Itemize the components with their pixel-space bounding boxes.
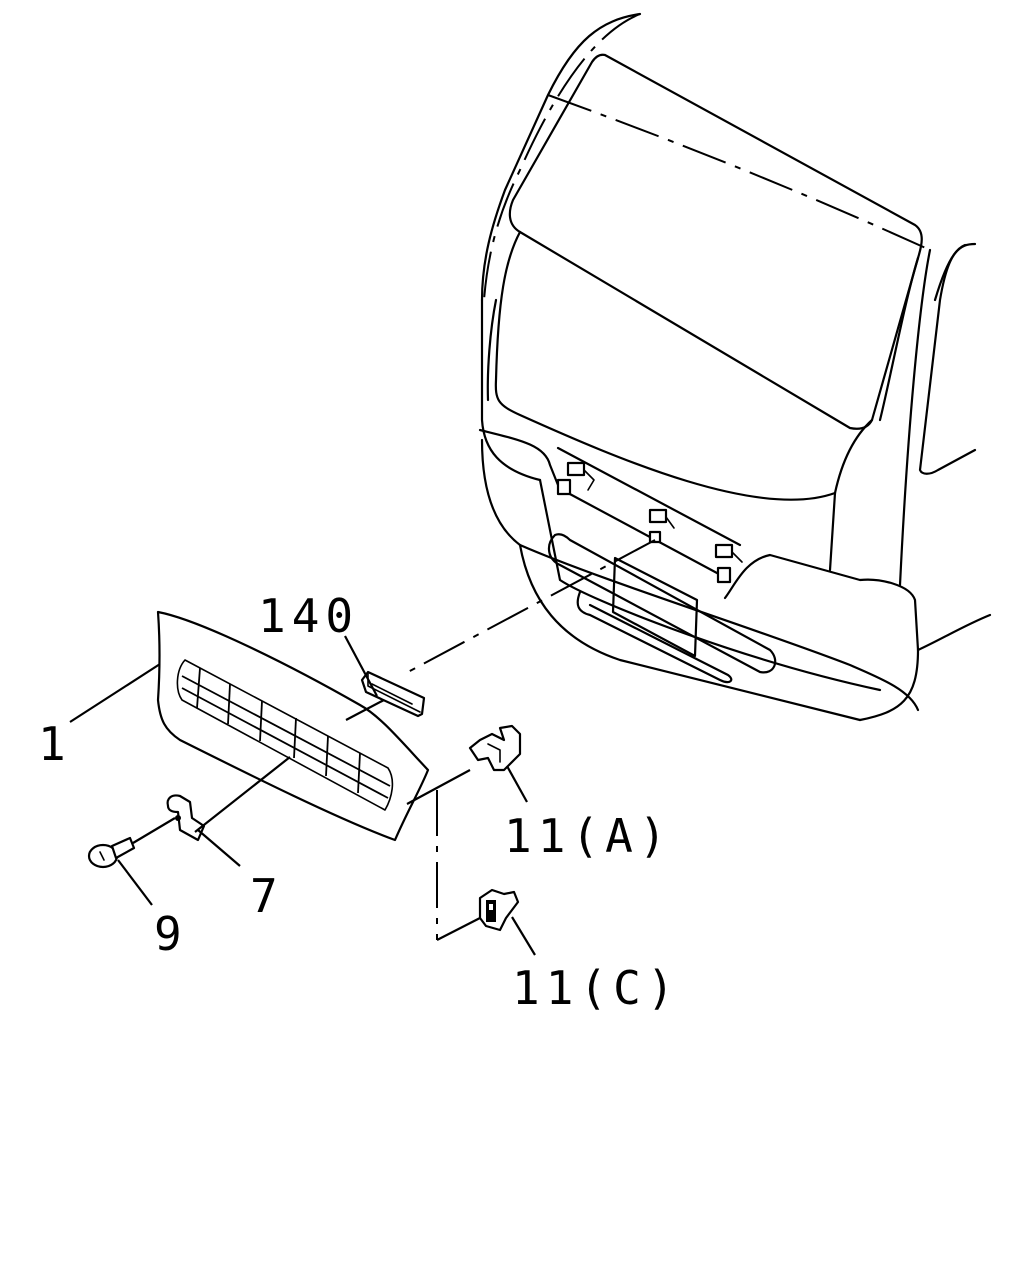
mount-1-tab	[583, 469, 595, 491]
grille-bar-h2	[181, 687, 389, 799]
emblem-edge	[367, 671, 421, 713]
mount-1-base	[556, 478, 572, 496]
clip-c-body	[478, 888, 520, 932]
emblem-groove	[371, 683, 413, 705]
windshield	[508, 53, 923, 430]
right-side-lower	[916, 613, 992, 652]
side-body-edge	[898, 248, 932, 587]
mount-3-base	[716, 566, 732, 584]
mount-2-tab	[665, 516, 675, 529]
callout-emblem: 140	[258, 589, 359, 643]
clip-c-slot	[486, 900, 496, 922]
callout-bracket: 7	[250, 869, 284, 923]
license-plate	[611, 556, 699, 658]
clip-c-slot-hole	[489, 904, 493, 910]
callout-screw: 9	[154, 907, 188, 961]
callout-grille: 1	[38, 717, 72, 771]
callout-clip-c: 11(C)	[512, 961, 680, 1015]
side-window-top	[933, 242, 977, 302]
callout-labels: 1 140 7 9 11(A) 11(C)	[38, 589, 680, 1015]
screw-slot	[99, 851, 105, 861]
grille-bar-v3	[259, 700, 263, 742]
hood-line	[494, 230, 837, 501]
leader-140-to-grille	[345, 699, 385, 721]
grille-opening-top	[556, 446, 742, 547]
bumper-recess	[547, 533, 777, 674]
leader-9-to-bracket	[132, 817, 176, 844]
right-bumper-corner	[723, 553, 920, 722]
grille-opening	[176, 659, 394, 811]
windshield-outer-line	[547, 94, 931, 251]
grille-bar-v5	[325, 735, 329, 777]
side-window	[918, 243, 977, 475]
screw-part	[87, 836, 136, 869]
bracket-body	[166, 794, 206, 842]
mount-3-tab	[731, 551, 743, 563]
bumper-face	[538, 478, 882, 692]
bumper-step	[576, 590, 733, 684]
mount-2	[648, 508, 668, 524]
leader-11c-to-line	[436, 917, 481, 941]
mount-1	[566, 461, 586, 477]
grille-bar-v6	[357, 752, 361, 794]
grille-panel	[156, 610, 430, 842]
vehicle-roof-line	[483, 13, 641, 301]
vehicle-clip-mounts	[556, 461, 743, 584]
screw-shank	[110, 836, 136, 860]
leader-11a-to-grille	[406, 769, 471, 805]
leader-11c	[511, 916, 536, 956]
mount-2-base	[648, 530, 662, 544]
grille-bar-h1	[181, 675, 391, 787]
assembly-line-emblem	[407, 539, 656, 673]
leader-7	[197, 829, 241, 867]
leader-7-to-grille	[194, 756, 291, 833]
bumper-lower	[518, 543, 862, 722]
left-headlight-edge	[480, 298, 542, 482]
bumper-outline-upper	[480, 438, 920, 712]
grille-bar-v4	[293, 717, 297, 759]
clip-c-part	[478, 888, 520, 932]
leader-140	[344, 635, 378, 697]
emblem-part	[360, 670, 426, 718]
leader-1	[69, 663, 161, 723]
left-headlight	[478, 428, 560, 487]
leader-11a	[506, 765, 528, 803]
front-corner	[828, 491, 837, 572]
leader-9	[117, 859, 153, 906]
mount-3	[714, 543, 734, 559]
clip-a-part	[468, 724, 522, 772]
callout-clip-a: 11(A)	[504, 809, 672, 863]
leader-lines	[69, 635, 536, 956]
front-face-right	[833, 418, 874, 495]
grille-bar-v2	[227, 683, 231, 725]
bracket-hole	[175, 815, 181, 821]
vehicle-front	[478, 12, 992, 722]
clip-a-detail	[487, 743, 501, 763]
bracket-part	[166, 794, 206, 842]
side-pillar	[878, 256, 920, 422]
front-face-left	[486, 298, 498, 402]
grille-bar-v1	[196, 667, 201, 709]
